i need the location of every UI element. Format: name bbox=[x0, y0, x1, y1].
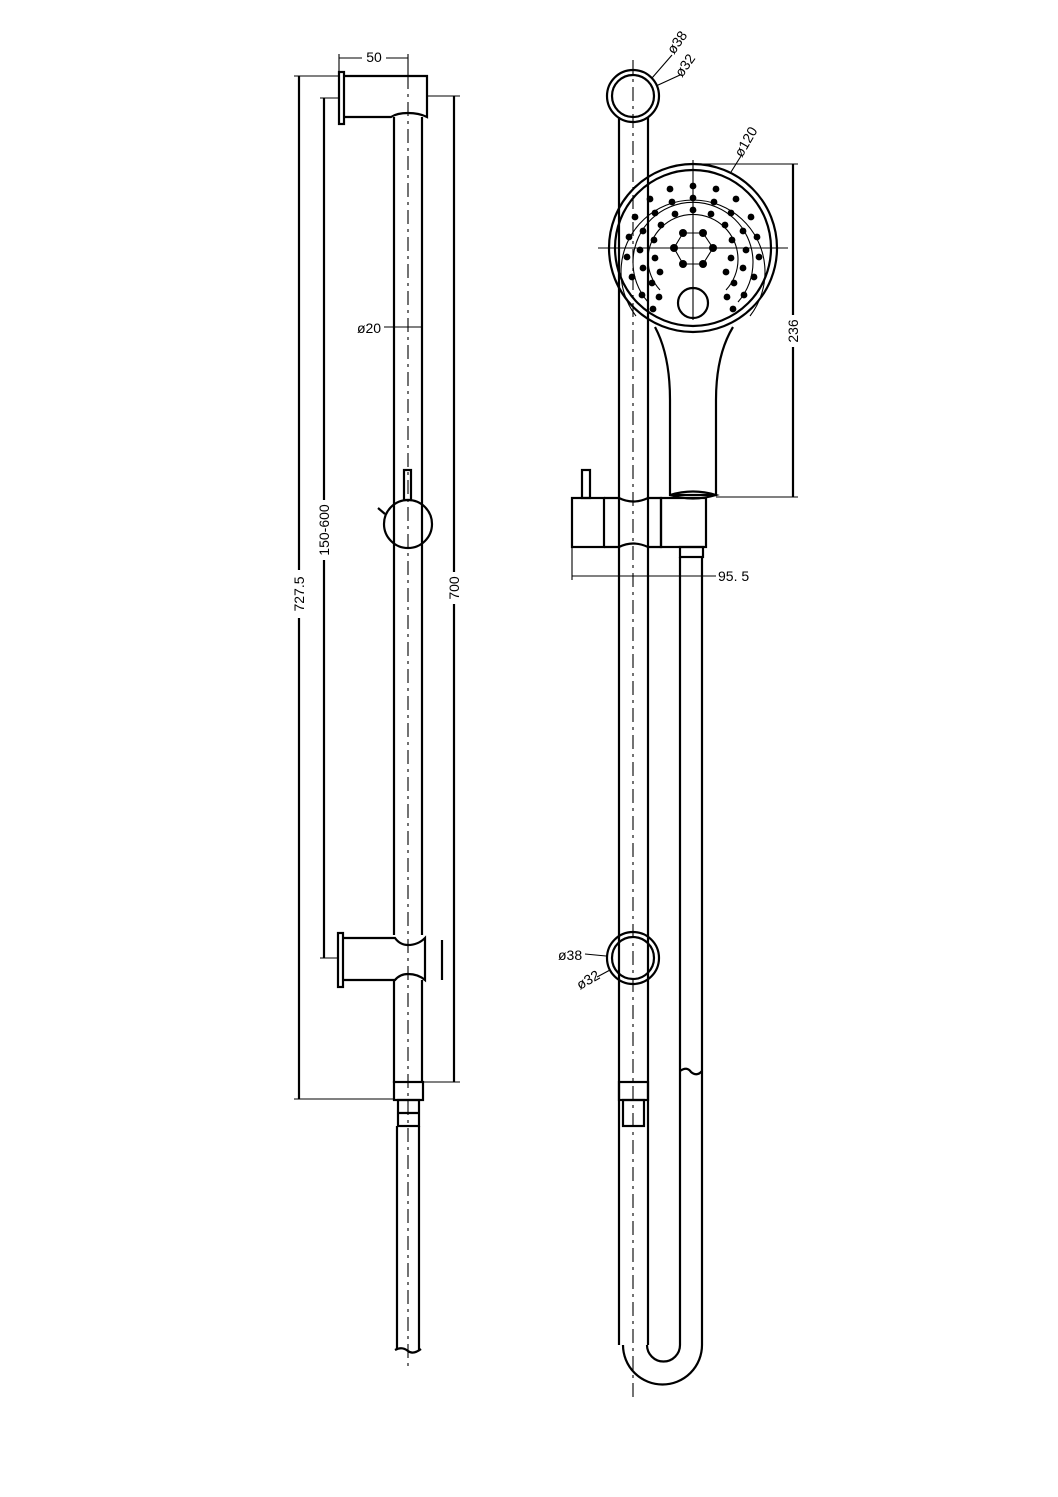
dim-bg bbox=[290, 570, 308, 618]
bottom-bracket-outer bbox=[605, 930, 661, 986]
ring-3 bbox=[632, 201, 754, 303]
dim-rail-length: 700 bbox=[446, 576, 462, 600]
dim-wall-projection: 50 bbox=[366, 49, 382, 65]
hose-loop-inner bbox=[645, 1344, 682, 1363]
front-view: ø38 ø32 ø120 236 95. 5 ø38 ø32 bbox=[558, 28, 802, 1400]
hose-break bbox=[679, 1067, 703, 1076]
dim-bottom-inner: ø32 bbox=[574, 967, 603, 993]
leader bbox=[655, 74, 681, 87]
dim-bg bbox=[362, 48, 386, 64]
side-view: 50 ø20 727.5 150-600 700 bbox=[290, 48, 463, 1370]
dim-bottom-outer: ø38 bbox=[558, 947, 582, 963]
top-bracket-inner bbox=[610, 73, 656, 119]
top-bracket bbox=[344, 74, 429, 119]
top-wall-flange bbox=[337, 70, 346, 126]
bottom-bracket-inner bbox=[610, 935, 656, 981]
leader bbox=[596, 969, 611, 978]
dim-bg bbox=[445, 572, 463, 604]
dim-head-diameter: ø120 bbox=[731, 124, 761, 160]
bottom-bracket bbox=[343, 935, 427, 983]
holder-cradle bbox=[659, 496, 708, 549]
bottom-wall-flange bbox=[336, 931, 345, 989]
hose-break bbox=[394, 1347, 422, 1354]
dim-handshower-length: 236 bbox=[785, 319, 801, 343]
hose-loop-outer bbox=[621, 1344, 704, 1386]
slider-lever bbox=[377, 507, 386, 515]
holder-knob bbox=[570, 496, 606, 549]
dim-bracket-spacing: 150-600 bbox=[316, 504, 332, 556]
hose-connector-top bbox=[678, 545, 705, 559]
handle bbox=[654, 326, 734, 497]
ring-2 bbox=[647, 213, 739, 291]
dim-bg bbox=[354, 319, 384, 335]
nozzle-pattern bbox=[620, 182, 766, 317]
leader bbox=[584, 953, 607, 957]
dim-rail-diameter: ø20 bbox=[357, 320, 381, 336]
dim-bg bbox=[784, 315, 802, 347]
top-bracket-outer bbox=[605, 68, 661, 124]
dim-holder-projection: 95. 5 bbox=[718, 568, 749, 584]
dim-overall-length: 727.5 bbox=[291, 576, 307, 611]
mode-button bbox=[676, 286, 710, 320]
leader bbox=[651, 54, 673, 79]
holder-pin bbox=[580, 468, 592, 500]
front-hose-connector bbox=[621, 1098, 646, 1128]
dim-bg bbox=[315, 500, 333, 560]
slider-pin bbox=[402, 468, 413, 502]
